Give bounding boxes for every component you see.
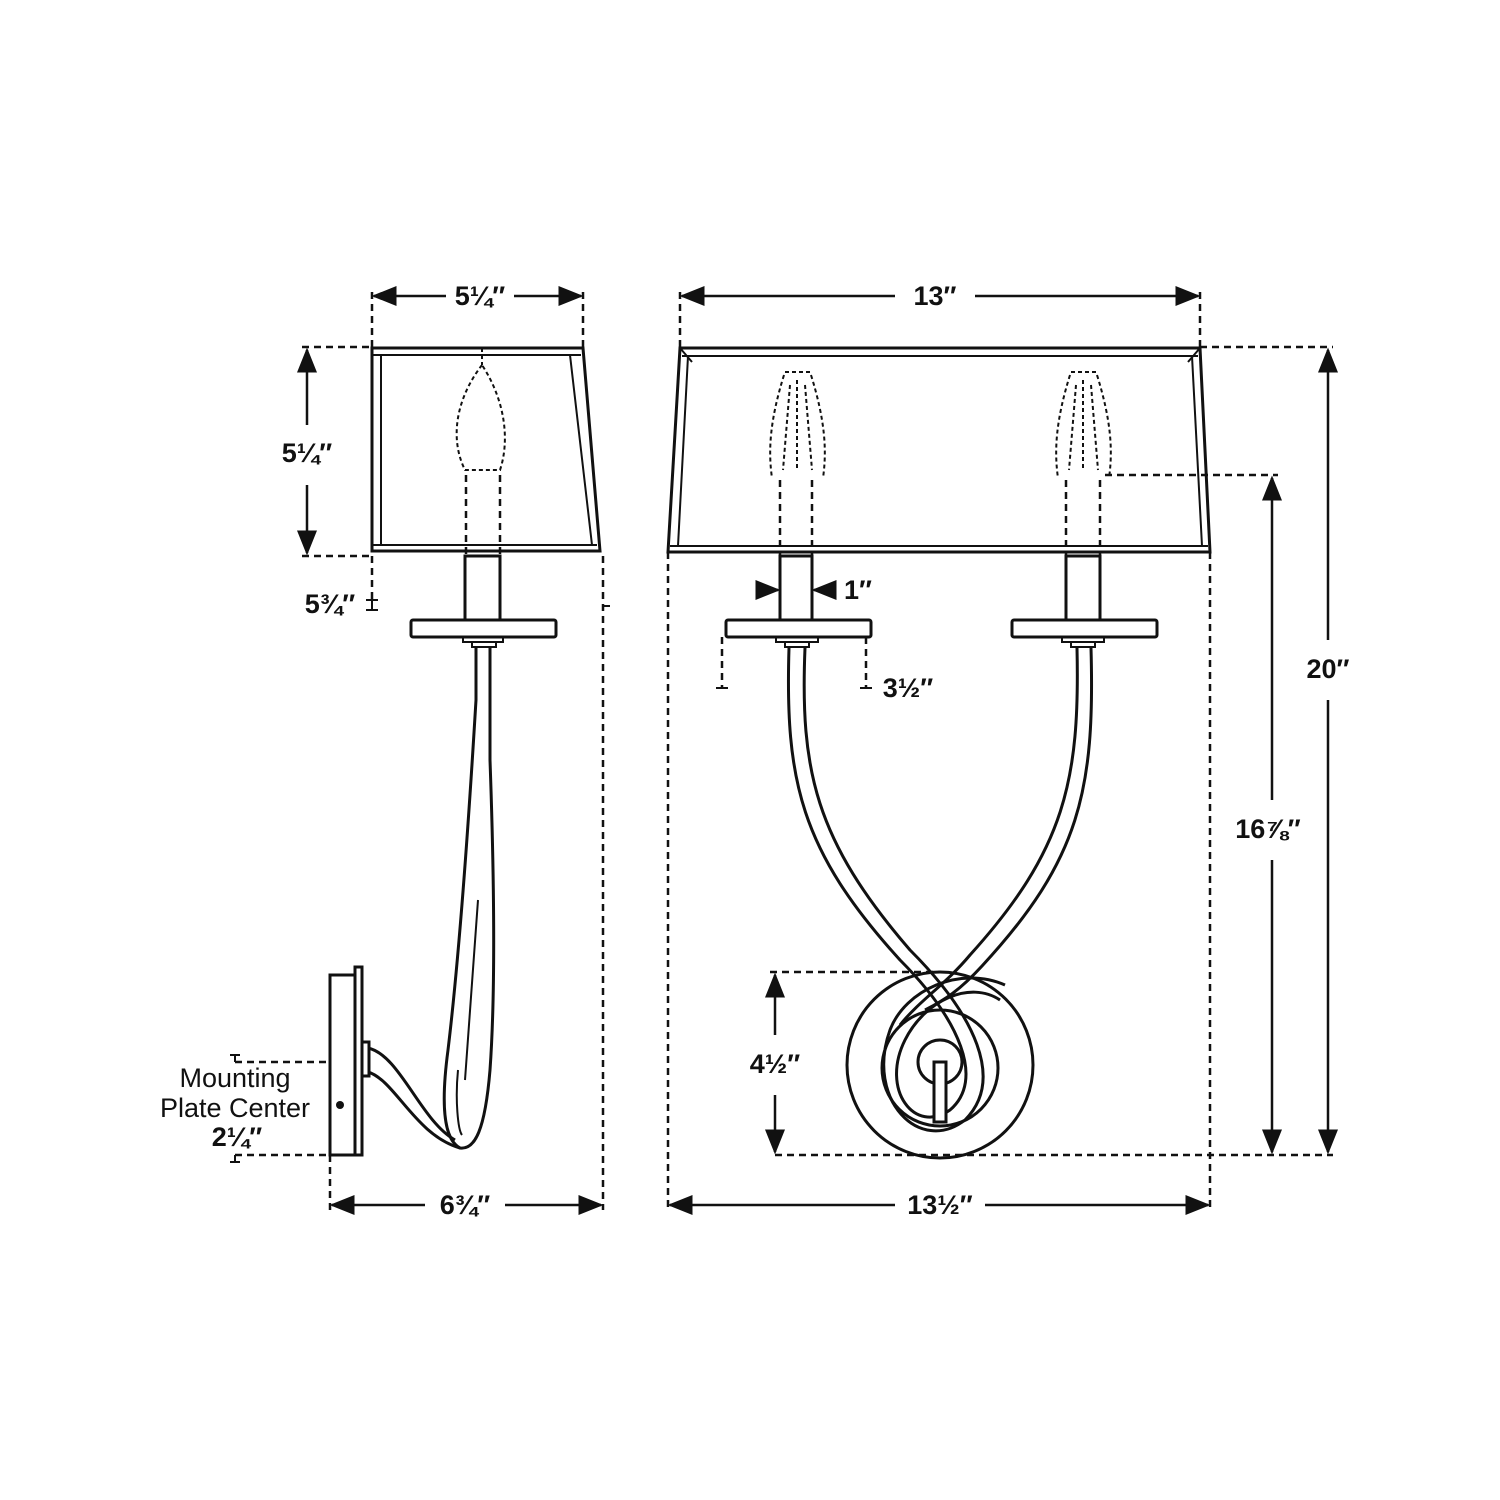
- front-stems-and-bobeches: [724, 554, 1159, 648]
- mounting-label-line1: Mounting: [179, 1063, 290, 1093]
- mounting-center-dot: [336, 1101, 344, 1109]
- overall-width-label: 13½″: [907, 1190, 973, 1220]
- overall-height-label: 20″: [1307, 654, 1350, 684]
- side-view: 5¼″ 5¼″ 5¾″ 6¾″ Mounting Plate Center 2¼…: [160, 281, 610, 1220]
- front-dimensions: 13″ 13½″ 20″ 16⅞″ 4½″ 1″ 3½″: [666, 281, 1350, 1220]
- side-stem-and-bobeche: [409, 554, 558, 648]
- stem-width-label: 1″: [844, 575, 872, 605]
- front-arms: [786, 647, 1094, 1133]
- socket-height-label: 16⅞″: [1235, 814, 1301, 844]
- right-candle-bulb: [1055, 371, 1112, 479]
- side-shade: [370, 346, 602, 556]
- side-extension-label: 6¾″: [440, 1190, 491, 1220]
- backplate-height-label: 4½″: [750, 1049, 801, 1079]
- front-shade: [666, 346, 1212, 556]
- side-wall-plate: [328, 965, 371, 1157]
- left-candle-bulb: [769, 371, 826, 479]
- side-shade-offset-label: 5¾″: [305, 589, 356, 619]
- mounting-value-label: 2¼″: [212, 1122, 263, 1152]
- side-arm: [367, 648, 496, 1150]
- side-dimensions: 5¼″ 5¼″ 5¾″ 6¾″ Mounting Plate Center 2¼…: [160, 281, 610, 1220]
- side-shade-width-label: 5¼″: [455, 281, 506, 311]
- side-shade-height-label: 5¼″: [282, 438, 333, 468]
- front-view: 13″ 13½″ 20″ 16⅞″ 4½″ 1″ 3½″: [666, 281, 1350, 1220]
- front-shade-width-label: 13″: [914, 281, 957, 311]
- mounting-label-line2: Plate Center: [160, 1093, 310, 1123]
- bobeche-width-label: 3½″: [883, 673, 934, 703]
